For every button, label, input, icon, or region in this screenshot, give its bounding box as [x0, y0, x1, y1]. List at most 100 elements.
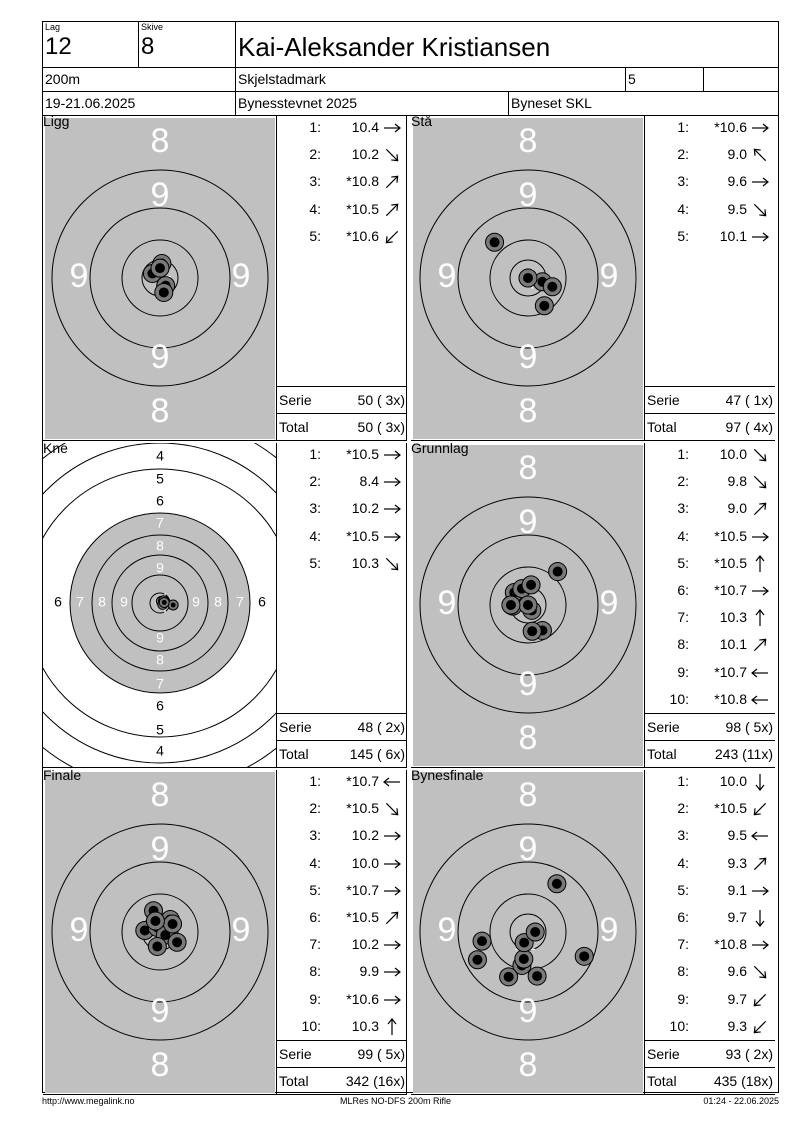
ring-number: 7 [236, 594, 244, 610]
ring-number: 9 [519, 338, 538, 376]
shot-direction [749, 690, 771, 710]
ring-number: 8 [151, 776, 170, 814]
shot-number: 8: [309, 963, 321, 980]
ring-number: 9 [438, 257, 457, 295]
direction-arrow-icon [751, 668, 768, 678]
direction-arrow-icon [753, 966, 767, 979]
total-value: 243 (11x) [714, 746, 773, 762]
result-card: Lag 12 Skive 8 Kai-Aleksander Kristianse… [42, 21, 779, 1095]
shooter-name: Kai-Aleksander Kristiansen [238, 32, 551, 62]
ring-number: 9 [156, 560, 164, 576]
shot-hole-center [172, 937, 183, 948]
shot-row: 5:10.1 [645, 228, 775, 248]
shot-row: 3:*10.8 [277, 173, 407, 193]
target-ring [489, 239, 567, 317]
serie-value: 99 ( 5x) [357, 1046, 405, 1062]
shot-value: *10.7 [346, 773, 379, 789]
shot-value: *10.5 [346, 800, 379, 817]
shot-direction [749, 472, 771, 492]
shot-number: 2: [309, 146, 321, 163]
shot-number: 4: [677, 527, 689, 544]
shot-row: 8:9.9 [277, 963, 407, 983]
panel-title: Stå [411, 116, 433, 129]
shot-number: 9: [677, 990, 689, 1007]
shot-direction [381, 799, 403, 819]
shot-row: 1:*10.5 [277, 446, 407, 466]
ring-number: 6 [258, 594, 266, 610]
shot-value: 9.8 [727, 473, 747, 490]
shot-hole-center [552, 566, 563, 577]
shot-value: 9.5 [727, 200, 747, 217]
shot-direction [381, 826, 403, 846]
shot-hole-center [472, 954, 483, 965]
total-value: 435 (18x) [713, 1073, 773, 1089]
shot-direction [749, 554, 771, 574]
direction-arrow-icon [753, 857, 767, 870]
ring-number: 9 [151, 176, 170, 214]
shot-number: 5: [677, 554, 689, 571]
shot-number: 9: [309, 990, 321, 1007]
direction-arrow-icon [755, 910, 765, 927]
shot-number: 10: [669, 1017, 689, 1034]
skive-value: 8 [141, 33, 155, 60]
direction-arrow-icon [755, 774, 765, 791]
ring-number: 9 [519, 665, 538, 703]
shot-number: 3: [309, 827, 321, 844]
shot-direction [381, 881, 403, 901]
direction-arrow-icon [752, 886, 769, 896]
shot-number: 10: [669, 690, 689, 707]
shot-row: 7:10.2 [277, 936, 407, 956]
shot-value: 9.7 [727, 909, 747, 925]
shot-hole-center [170, 602, 176, 608]
serie-label: Serie [647, 392, 680, 408]
shot-row: 2:*10.5 [645, 800, 775, 820]
direction-arrow-icon [385, 176, 399, 189]
shot-hole-center [579, 951, 590, 962]
shot-value: 10.1 [719, 636, 747, 653]
total-value: 50 ( 3x) [357, 419, 405, 435]
shot-row: 5:9.1 [645, 882, 775, 902]
shot-value: 10.4 [351, 119, 379, 135]
shot-number: 2: [309, 800, 321, 817]
shot-direction [749, 908, 771, 928]
ring-number: 7 [76, 594, 84, 610]
ring-number: 9 [151, 338, 170, 376]
shot-row: 7:*10.8 [645, 936, 775, 956]
shot-value: *10.5 [714, 554, 747, 571]
shot-hole-center [526, 579, 537, 590]
event-cell: Bynesstevnet 2025 [236, 92, 509, 116]
shot-hole-center [532, 971, 543, 982]
shot-row: 1:*10.6 [645, 119, 775, 139]
ring-number: 9 [519, 176, 538, 214]
target-ring [51, 169, 269, 387]
shot-number: 5: [677, 227, 689, 244]
shot-row: 10:9.3 [645, 1018, 775, 1038]
shot-value: *10.5 [346, 909, 379, 925]
shot-direction [749, 527, 771, 547]
shot-direction [749, 1017, 771, 1037]
ring-number: 9 [192, 594, 200, 610]
shot-direction [381, 145, 403, 165]
shooter-name-cell: Kai-Aleksander Kristiansen [236, 22, 778, 68]
shot-hole-center [503, 971, 514, 982]
shot-value: *10.5 [346, 200, 379, 217]
shot-hole-center [518, 953, 529, 964]
shot-hole-center [527, 626, 538, 637]
direction-arrow-icon [753, 476, 767, 489]
shot-direction [749, 990, 771, 1010]
lag-cell: Lag 12 [43, 22, 139, 68]
shot-direction [749, 200, 771, 220]
direction-arrow-icon [751, 831, 768, 841]
ring-number: 9 [600, 911, 619, 949]
shot-number: 4: [309, 200, 321, 217]
shot-hole-center [477, 936, 488, 947]
direction-arrow-icon [752, 586, 769, 596]
direction-arrow-icon [387, 1017, 397, 1035]
